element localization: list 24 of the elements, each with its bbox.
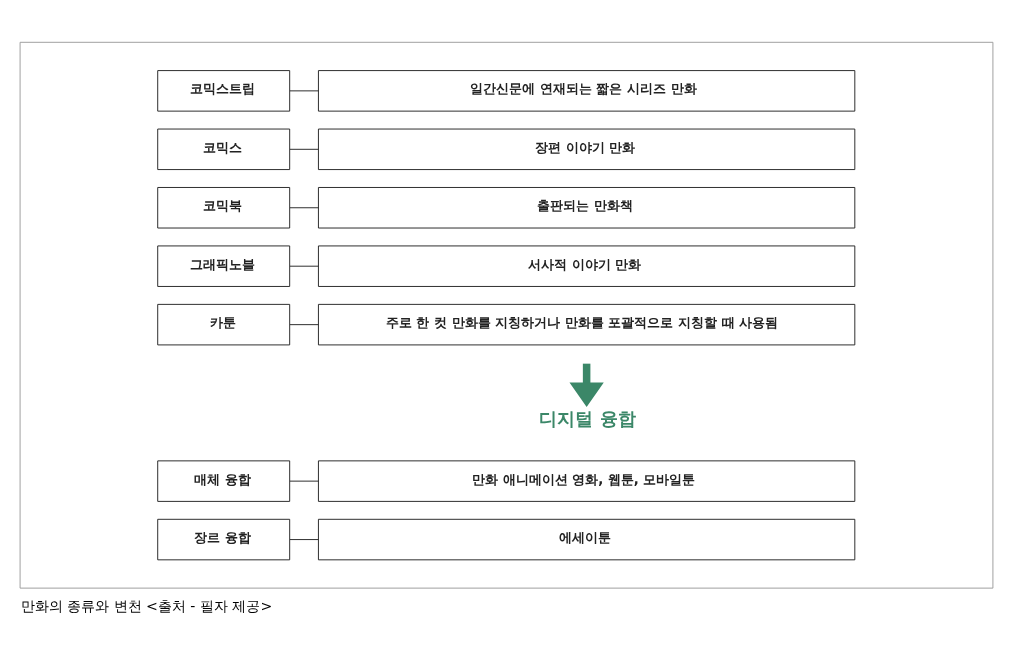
connector [289,148,319,150]
node-box: 코믹스 [157,128,291,170]
node-box: 일간신문에 연재되는 짧은 시리즈 만화 [317,69,856,112]
node-box: 매체 융합 [157,459,291,502]
node-box: 코믹북 [157,186,291,228]
node-box: 장편 이야기 만화 [317,128,856,170]
node-text: 디지털 융합 [539,407,636,429]
node-box: 서사적 이야기 만화 [317,244,856,287]
node-box: 주로 한 컷 만화를 지칭하거나 만화를 포괄적으로 지칭할 때 사용됨 [317,303,856,345]
connector [289,206,319,208]
node-box: 그래픽노블 [157,244,291,287]
connector [289,265,319,267]
connector [289,480,319,482]
connector [289,538,319,540]
node-box: 만화 애니메이션 영화, 웹툰, 모바일툰 [317,459,856,502]
node-box: 장르 융합 [157,518,291,560]
node-box: 출판되는 만화책 [317,186,856,228]
node-box: 코믹스트립 [157,69,291,112]
caption: 만화의 종류와 변천 <출처 - 필자 제공> [20,597,273,614]
cluster [19,41,994,589]
node-box: 카툰 [157,303,291,345]
connector [289,323,319,325]
connector [289,89,319,91]
node-box: 에세이툰 [317,518,856,560]
